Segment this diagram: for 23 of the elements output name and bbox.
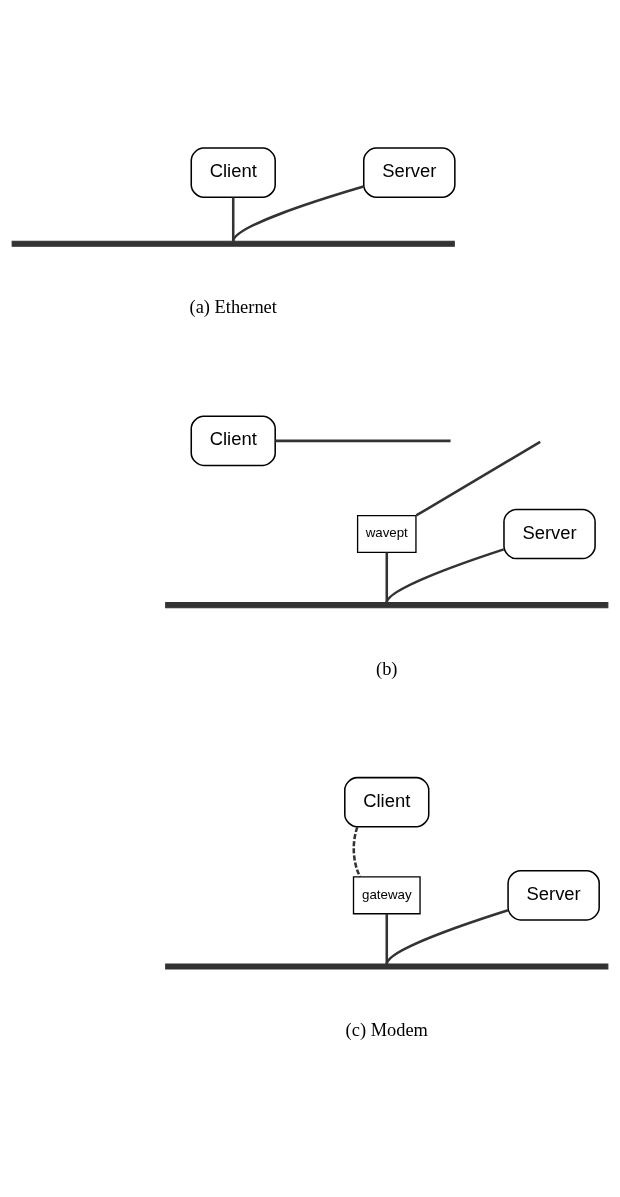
node-bar: [11, 240, 455, 247]
connector: [232, 184, 364, 242]
node-box: wavept: [356, 514, 417, 553]
connector: [415, 440, 541, 517]
node-box: Client: [190, 415, 276, 466]
label: (b): [376, 658, 398, 679]
connector: [385, 908, 509, 964]
node-bar: [165, 962, 609, 970]
node-box: Client: [190, 146, 276, 198]
connector: [275, 439, 451, 442]
node-box: Client: [344, 776, 430, 828]
label: (c) Modem: [345, 1019, 428, 1040]
node-box: Server: [362, 146, 456, 198]
node-box: Server: [507, 869, 600, 921]
connector: [231, 196, 235, 241]
connector: [385, 913, 389, 964]
connector: [385, 552, 389, 603]
connector: [385, 547, 505, 603]
node-box: gateway: [352, 875, 421, 914]
connector: [352, 826, 362, 877]
node-bar: [165, 601, 609, 608]
node-box: Server: [503, 508, 596, 559]
label: (a) Ethernet: [189, 296, 277, 317]
